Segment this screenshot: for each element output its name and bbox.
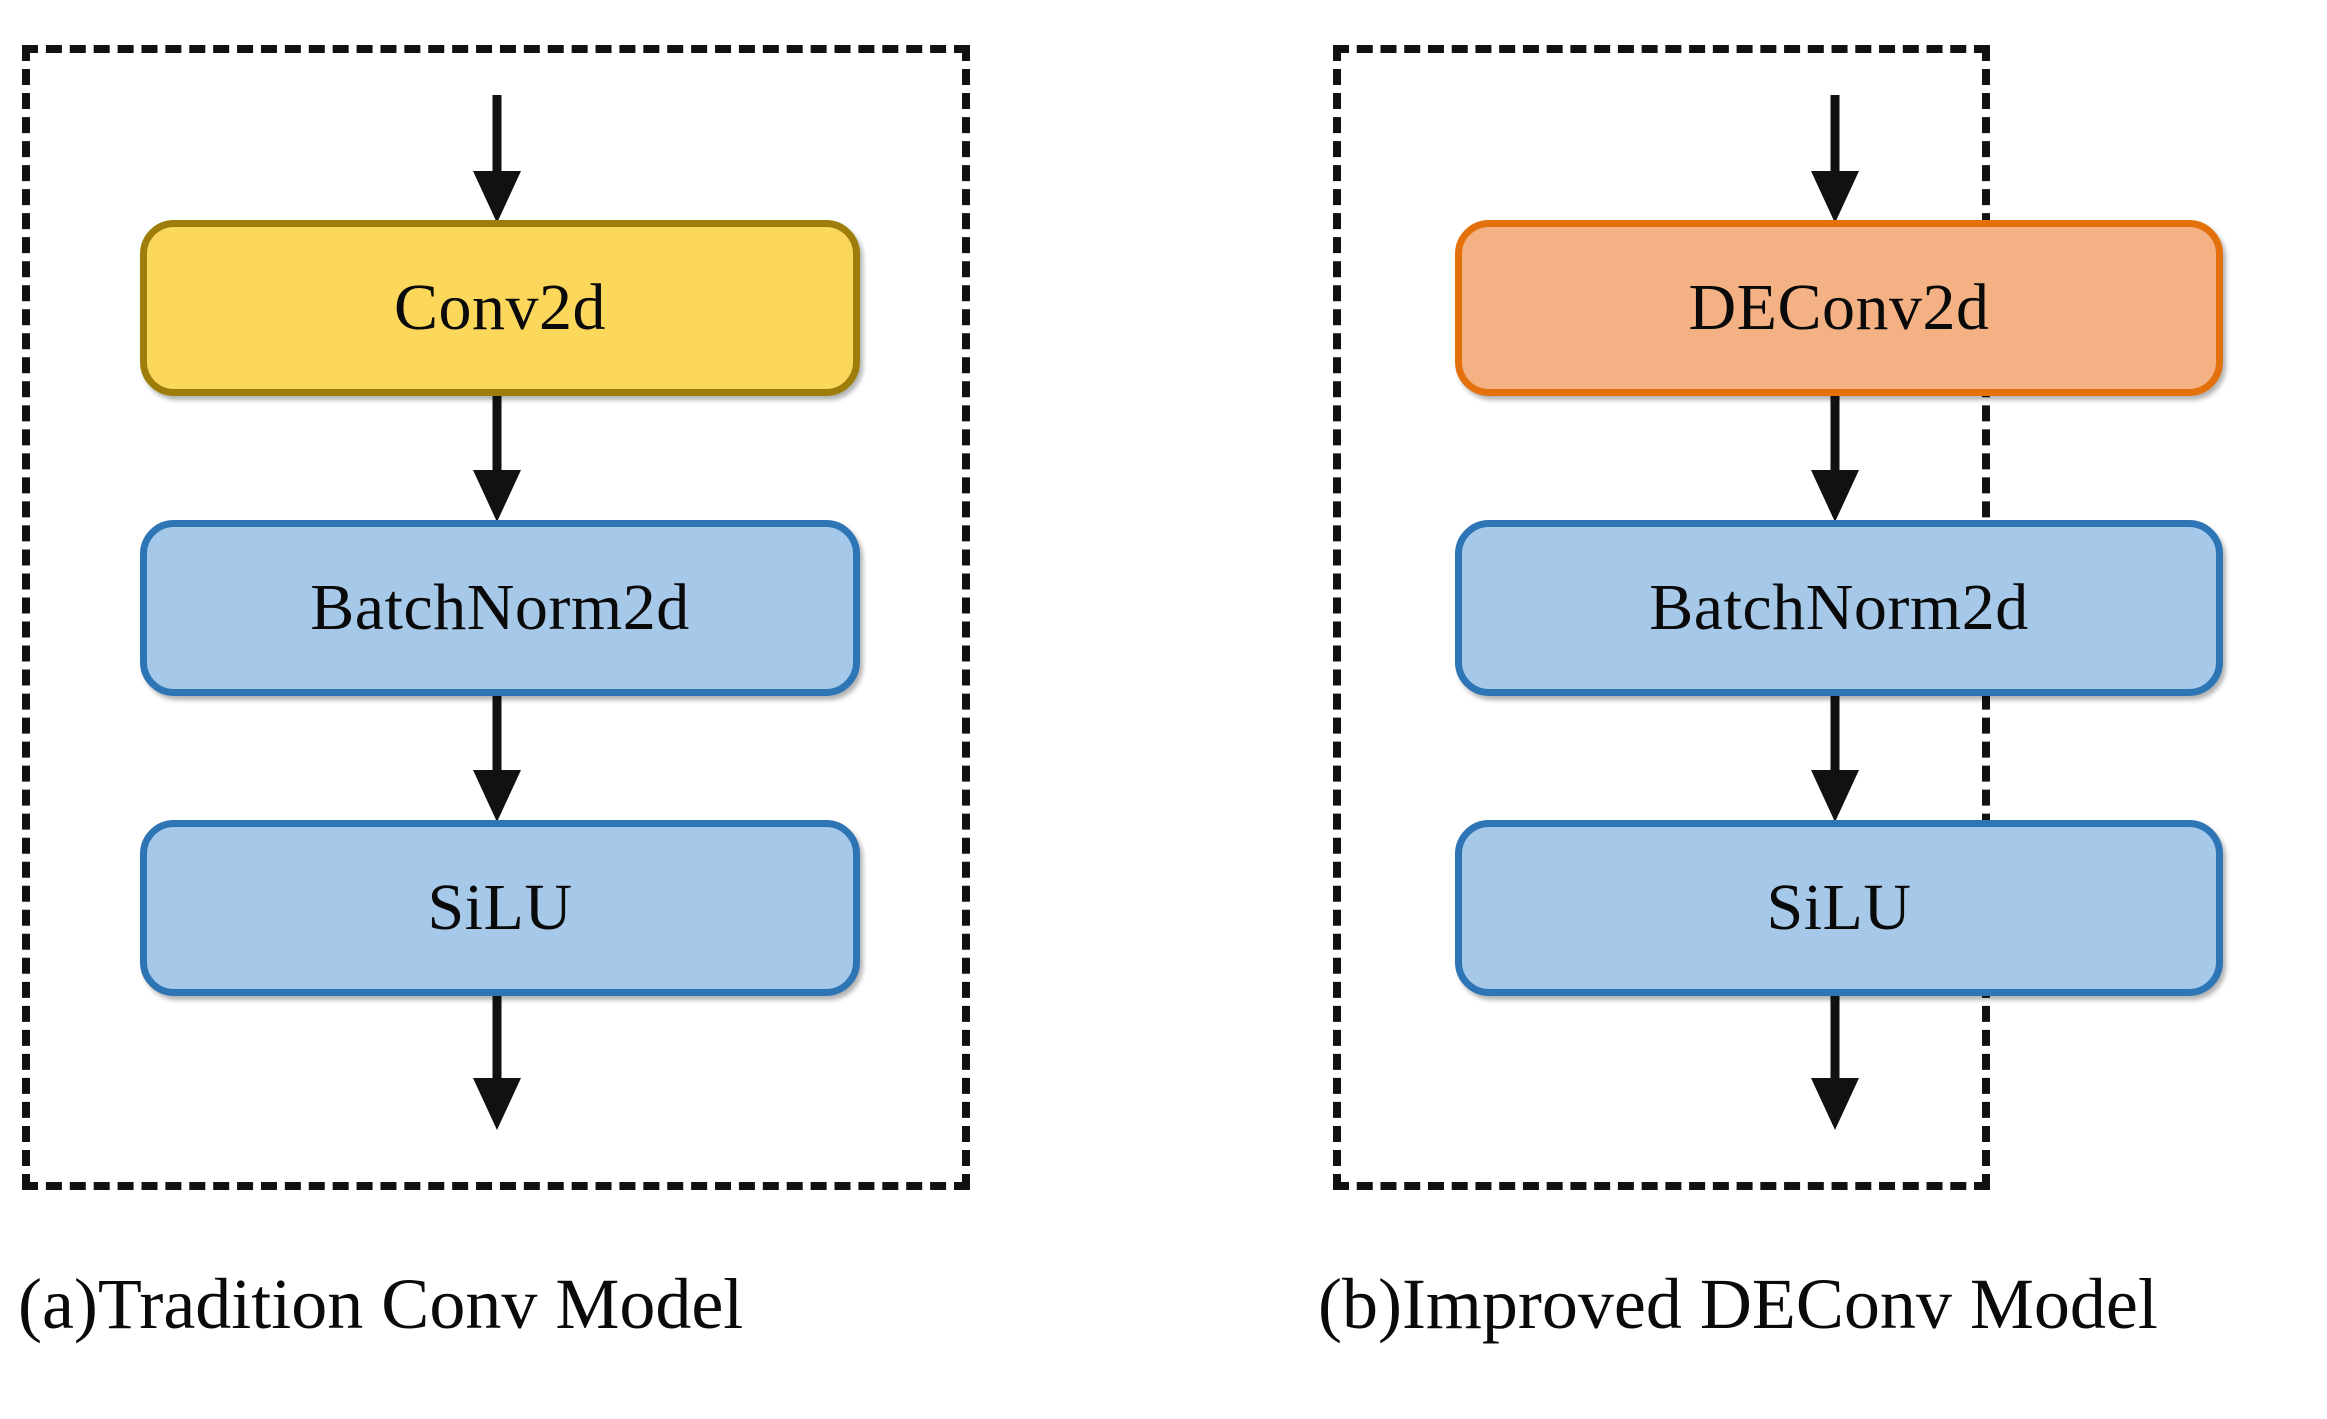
node-deconv2d[interactable]: DEConv2d xyxy=(1455,220,2223,396)
arrow-shaft xyxy=(1830,95,1840,175)
arrow-batchnorm2d-to-silu xyxy=(473,696,521,822)
node-silu-label: SiLU xyxy=(1766,871,1912,944)
node-batchnorm2d-b[interactable]: BatchNorm2d xyxy=(1455,520,2223,696)
arrow-head xyxy=(473,171,521,223)
arrow-head xyxy=(473,470,521,522)
arrow-shaft xyxy=(1830,996,1840,1082)
node-batchnorm2d-label: BatchNorm2d xyxy=(310,571,690,644)
node-conv2d[interactable]: Conv2d xyxy=(140,220,860,396)
caption-panel-b: (b)Improved DEConv Model xyxy=(1318,1264,2158,1344)
arrow-conv2d-to-batchnorm2d xyxy=(473,396,521,522)
node-silu-label: SiLU xyxy=(427,871,573,944)
node-conv2d-label: Conv2d xyxy=(393,271,607,344)
node-silu-b[interactable]: SiLU xyxy=(1455,820,2223,996)
arrow-shaft xyxy=(1830,696,1840,774)
arrow-head xyxy=(1811,171,1859,223)
arrow-head xyxy=(1811,770,1859,822)
arrow-input-to-deconv2d xyxy=(1811,95,1859,223)
arrow-shaft xyxy=(492,396,502,474)
arrow-head xyxy=(473,1078,521,1130)
node-deconv2d-label: DEConv2d xyxy=(1688,271,1990,344)
arrow-silu-to-output xyxy=(473,996,521,1130)
arrow-shaft xyxy=(492,996,502,1082)
arrow-batchnorm2d-to-silu xyxy=(1811,696,1859,822)
arrow-silu-to-output xyxy=(1811,996,1859,1130)
caption-panel-a: (a)Tradition Conv Model xyxy=(18,1264,744,1344)
arrow-head xyxy=(473,770,521,822)
node-batchnorm2d-a[interactable]: BatchNorm2d xyxy=(140,520,860,696)
arrow-input-to-conv2d xyxy=(473,95,521,223)
arrow-deconv2d-to-batchnorm2d xyxy=(1811,396,1859,522)
arrow-head xyxy=(1811,470,1859,522)
node-silu-a[interactable]: SiLU xyxy=(140,820,860,996)
arrow-shaft xyxy=(492,95,502,175)
arrow-shaft xyxy=(492,696,502,774)
node-batchnorm2d-label: BatchNorm2d xyxy=(1649,571,2029,644)
arrow-head xyxy=(1811,1078,1859,1130)
arrow-shaft xyxy=(1830,396,1840,474)
panel-a-dashed-container xyxy=(22,45,970,1190)
